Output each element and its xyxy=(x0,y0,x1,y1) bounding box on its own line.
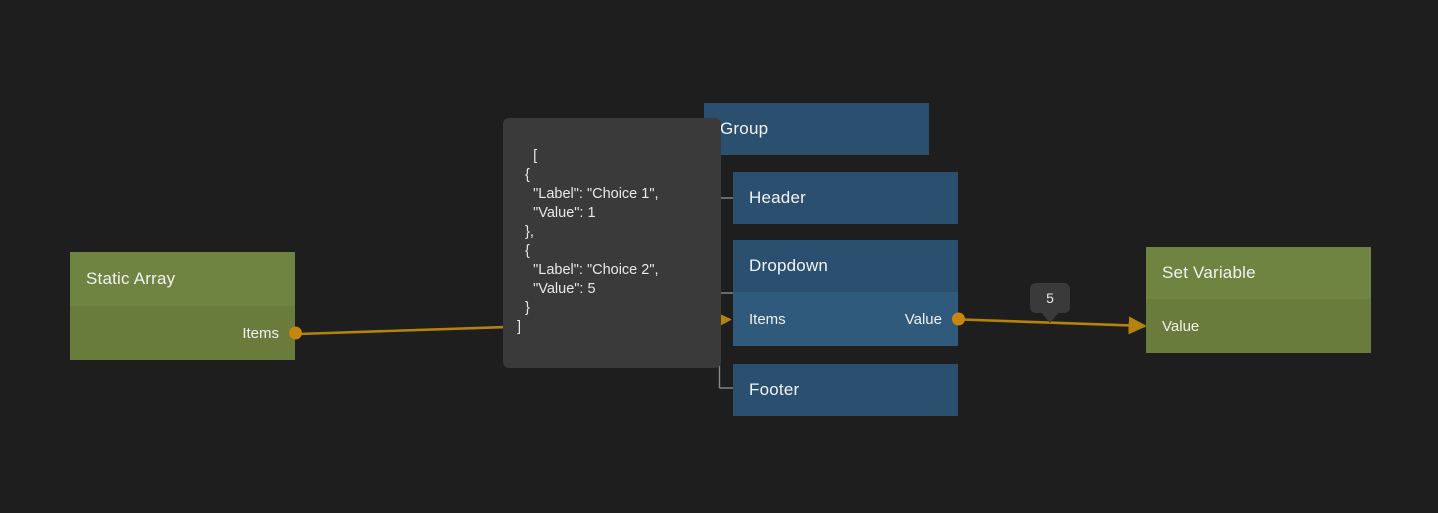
port-label-items: Items xyxy=(242,324,279,342)
node-dropdown-title: Dropdown xyxy=(733,240,958,292)
port-row-set-variable[interactable]: Value xyxy=(1146,299,1371,353)
value-preview-tooltip-tail xyxy=(1041,312,1059,323)
value-preview-text: 5 xyxy=(1046,290,1054,306)
items-preview-text: [ { "Label": "Choice 1", "Value": 1 }, {… xyxy=(517,148,659,335)
node-group-title: Group xyxy=(704,103,929,155)
output-port-items[interactable] xyxy=(288,326,302,340)
value-preview-tooltip: 5 xyxy=(1030,283,1070,313)
node-footer-widget[interactable]: Footer xyxy=(733,364,958,416)
port-row-items[interactable]: Items xyxy=(70,306,295,360)
port-label-dropdown-items: Items xyxy=(749,310,786,328)
node-header-widget-title: Header xyxy=(733,172,958,224)
node-static-array-body: Items xyxy=(70,306,302,360)
output-port-dropdown-value[interactable] xyxy=(951,312,965,326)
node-set-variable-body: Value xyxy=(1146,299,1371,353)
port-row-dropdown[interactable]: Items Value xyxy=(733,292,958,346)
node-footer-widget-title: Footer xyxy=(733,364,958,416)
node-static-array-title: Static Array xyxy=(70,252,295,306)
node-static-array[interactable]: Static Array Items xyxy=(70,252,302,360)
items-preview-tooltip: [ { "Label": "Choice 1", "Value": 1 }, {… xyxy=(503,118,721,368)
node-group[interactable]: Group xyxy=(704,103,929,155)
node-set-variable-title: Set Variable xyxy=(1146,247,1371,299)
port-label-set-variable-value: Value xyxy=(1162,317,1200,335)
node-header-widget[interactable]: Header xyxy=(733,172,958,224)
node-dropdown[interactable]: Dropdown Items Value xyxy=(733,240,965,346)
node-dropdown-body: Items Value xyxy=(733,292,965,346)
items-preview-tooltip-tail xyxy=(589,307,607,318)
port-label-dropdown-value: Value xyxy=(904,310,942,328)
node-set-variable[interactable]: Set Variable Value xyxy=(1146,247,1371,353)
